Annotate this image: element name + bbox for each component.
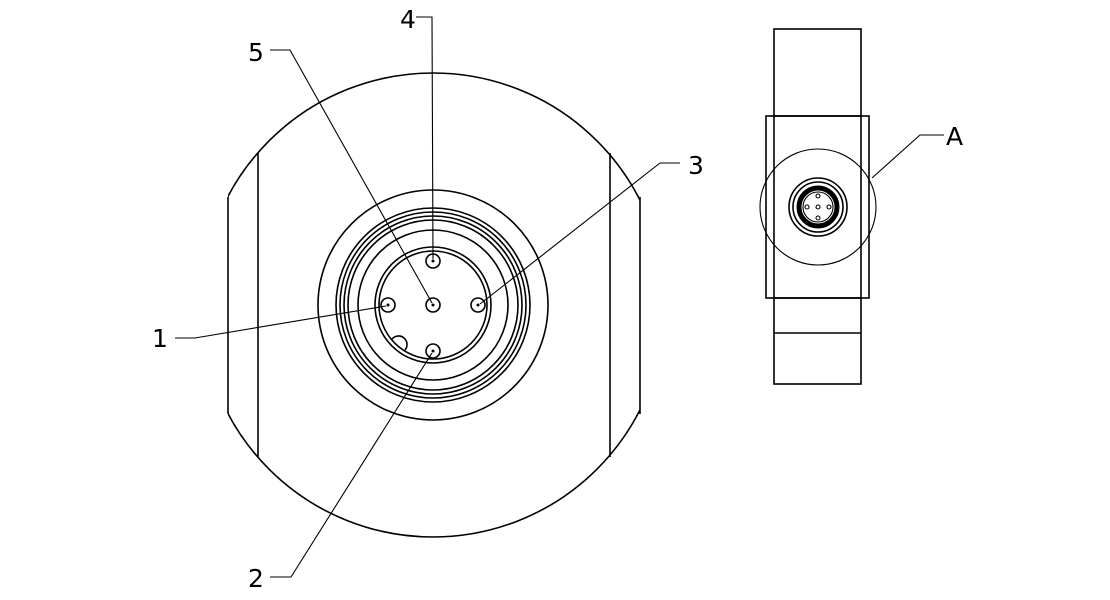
body-outline (228, 72, 640, 538)
pin-5 (425, 297, 441, 313)
callout-4: 4 (400, 5, 416, 34)
side-view: A (759, 28, 963, 385)
pins (380, 253, 486, 359)
front-view: 1 2 3 4 5 (152, 5, 704, 593)
pin-3 (470, 297, 486, 313)
callout-a: A (946, 122, 963, 151)
key-notch (391, 335, 408, 351)
upper-block (773, 28, 862, 117)
leader-2 (270, 352, 433, 578)
leader-a (871, 134, 944, 179)
leader-5 (270, 49, 433, 304)
leader-4 (416, 16, 434, 260)
pin-2 (425, 343, 441, 359)
pin-1 (380, 297, 396, 313)
callout-3: 3 (688, 151, 704, 180)
lower-block (773, 297, 862, 385)
side-connector (788, 177, 848, 237)
detail-circle-a (759, 148, 877, 266)
leader-3 (479, 162, 680, 305)
callout-5: 5 (248, 38, 264, 67)
middle-block (765, 115, 870, 299)
callout-2: 2 (248, 564, 264, 593)
callout-1: 1 (152, 324, 168, 353)
leader-1 (175, 305, 387, 339)
